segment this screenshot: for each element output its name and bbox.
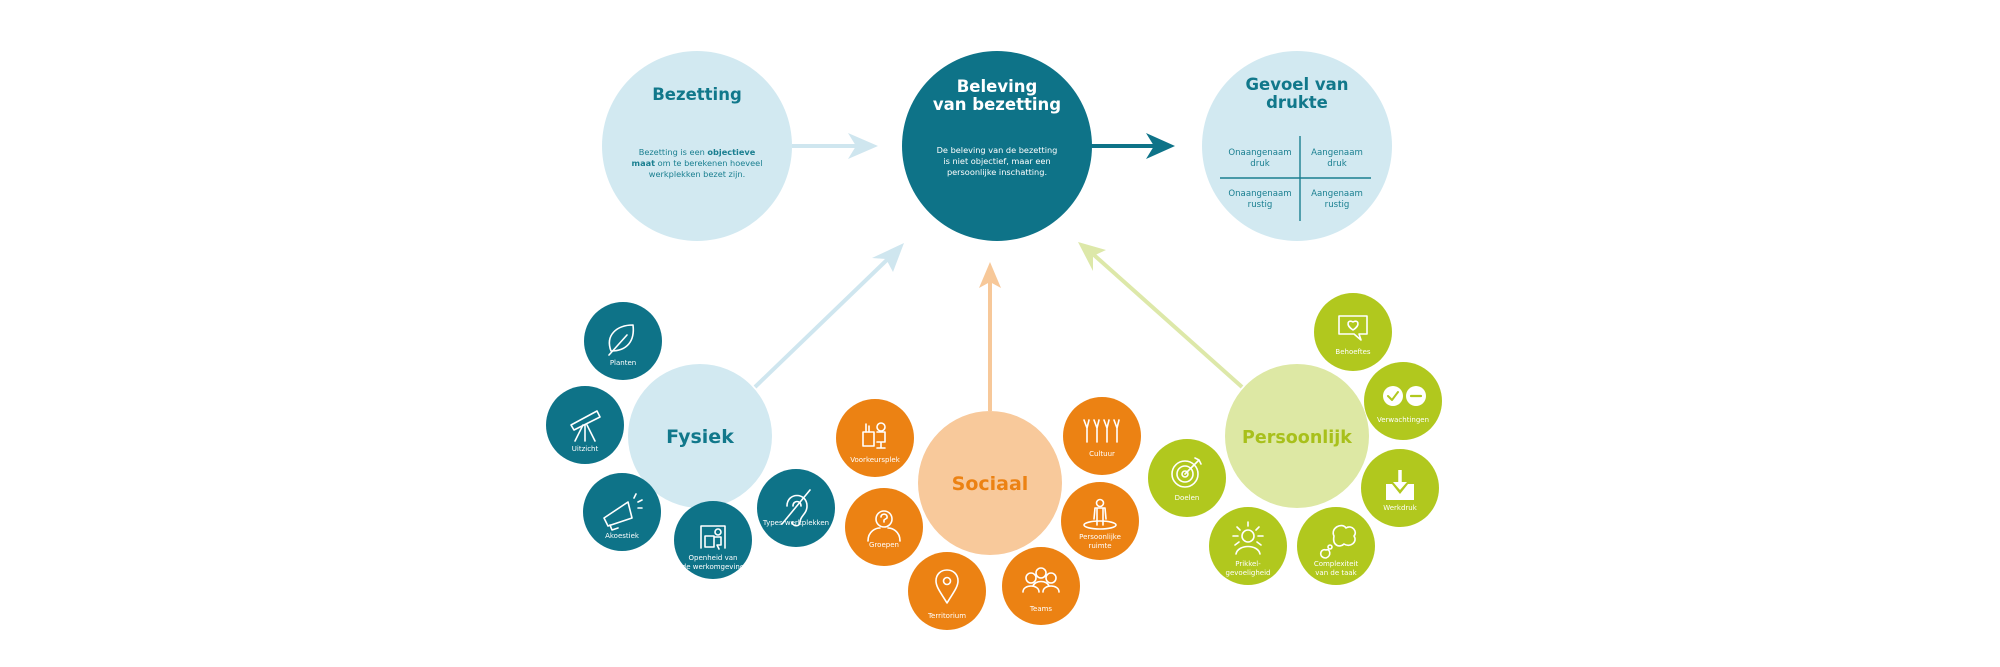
quadrant-pleasant-busy: Aangenaam druk xyxy=(1311,148,1363,169)
factor-groepen: Groepen xyxy=(845,488,923,566)
gevoel-node: Gevoel van drukte Onaangenaam druk Aange… xyxy=(1202,51,1392,241)
factor-voorkeursplek: Voorkeursplek xyxy=(836,399,914,477)
thought-cloud-icon xyxy=(1319,524,1357,559)
text-span: maat xyxy=(632,158,656,168)
factor-werkdruk: Werkdruk xyxy=(1361,449,1439,527)
telescope-icon xyxy=(570,410,601,442)
bezetting-title: Bezetting xyxy=(652,85,742,104)
factor-openheid-werkomgeving: Openheid van de werkomgeving xyxy=(674,501,752,579)
team-icon xyxy=(1022,567,1060,593)
person-question-icon xyxy=(867,510,901,542)
factor-label: gevoeligheid xyxy=(1226,569,1271,577)
factor-label: Doelen xyxy=(1175,494,1200,502)
factor-persoonlijke-ruimte: Persoonlijke ruimte xyxy=(1061,482,1139,560)
factor-label: Complexiteit xyxy=(1314,560,1359,568)
factor-label: Teams xyxy=(1029,605,1053,613)
factor-label: Behoeftes xyxy=(1335,348,1371,356)
arrow-sociaal-to-beleving xyxy=(979,262,1001,411)
quadrant-label: Onaangenaam xyxy=(1228,189,1291,199)
gevoel-title-line1: Gevoel van xyxy=(1245,75,1348,94)
megaphone-icon xyxy=(603,493,643,531)
factor-label: Types werkplekken xyxy=(762,519,829,527)
factor-label: Verwachtingen xyxy=(1377,416,1429,424)
factor-territorium: Territorium xyxy=(908,552,986,630)
persoonlijk-title: Persoonlijk xyxy=(1242,428,1352,448)
quadrant-label: druk xyxy=(1327,159,1346,169)
factor-label: Openheid van xyxy=(689,554,738,562)
beleving-title-line1: Beleving xyxy=(957,77,1038,96)
text-span: objectieve xyxy=(707,147,755,157)
factor-types-werkplekken: Types werkplekken xyxy=(757,469,835,547)
factor-planten: Planten xyxy=(584,302,662,380)
factor-label: ruimte xyxy=(1088,542,1111,550)
quadrant-label: Aangenaam xyxy=(1311,148,1363,158)
bezetting-desc-line1: Bezetting is een objectieve xyxy=(639,147,756,157)
beleving-title-line2: van bezetting xyxy=(933,95,1061,114)
raised-hands-icon xyxy=(1083,419,1120,443)
text-span: om te berekenen hoeveel xyxy=(655,158,762,168)
factor-label: Werkdruk xyxy=(1383,504,1418,512)
person-circle-icon xyxy=(1083,498,1117,530)
arrow-bezetting-to-beleving xyxy=(792,133,878,159)
beleving-desc-line1: De beleving van de bezetting xyxy=(937,145,1058,155)
check-minus-icon xyxy=(1383,386,1426,406)
quadrant-label: druk xyxy=(1250,159,1269,169)
factor-behoeftes: Behoeftes xyxy=(1314,293,1392,371)
factor-verwachtingen: Verwachtingen xyxy=(1364,362,1442,440)
quadrant-unpleasant-busy: Onaangenaam druk xyxy=(1228,148,1291,169)
sociaal-hub: Sociaal xyxy=(918,411,1062,555)
factor-label: Groepen xyxy=(869,541,899,549)
sociaal-title: Sociaal xyxy=(952,473,1029,495)
factor-label: Uitzicht xyxy=(572,445,599,453)
arrow-beleving-to-gevoel xyxy=(1090,133,1175,159)
quadrant-pleasant-quiet: Aangenaam rustig xyxy=(1311,189,1363,210)
factor-uitzicht: Uitzicht xyxy=(546,386,624,464)
factor-label: Planten xyxy=(610,359,636,367)
beleving-desc-line3: persoonlijke inschatting. xyxy=(947,167,1047,177)
quadrant-label: Aangenaam xyxy=(1311,189,1363,199)
fysiek-title: Fysiek xyxy=(666,426,734,448)
workspace-person-icon xyxy=(700,525,726,550)
bezetting-node: Bezetting Bezetting is een objectieve ma… xyxy=(602,51,792,241)
bezetting-desc-line2: maat om te berekenen hoeveel xyxy=(632,158,763,168)
quadrant-unpleasant-quiet: Onaangenaam rustig xyxy=(1228,189,1291,210)
factor-label: Cultuur xyxy=(1089,450,1115,458)
factor-label: Akoestiek xyxy=(605,532,640,540)
beleving-node: Beleving van bezetting De beleving van d… xyxy=(902,51,1092,241)
location-pin-icon xyxy=(935,569,959,604)
factor-prikkelgevoeligheid: Prikkel- gevoeligheid xyxy=(1209,507,1287,585)
arrow-fysiek-to-beleving xyxy=(753,243,904,389)
factor-label: Territorium xyxy=(927,612,966,620)
gevoel-title-line2: drukte xyxy=(1266,93,1328,112)
target-icon xyxy=(1171,457,1202,488)
person-sensitive-icon xyxy=(1232,521,1264,555)
factor-label: Voorkeursplek xyxy=(850,456,900,464)
text-span: Bezetting is een xyxy=(639,147,708,157)
factor-label: Prikkel- xyxy=(1235,560,1261,568)
quadrant-label: rustig xyxy=(1325,200,1350,210)
bezetting-desc-line3: werkplekken bezet zijn. xyxy=(649,169,745,179)
factor-akoestiek: Akoestiek xyxy=(583,473,661,551)
quadrant-label: rustig xyxy=(1248,200,1273,210)
factor-label: van de taak xyxy=(1315,569,1357,577)
beleving-desc-line2: is niet objectief, maar een xyxy=(943,156,1050,166)
persoonlijk-hub: Persoonlijk xyxy=(1225,364,1369,508)
leaf-icon xyxy=(608,324,635,356)
factor-doelen: Doelen xyxy=(1148,439,1226,517)
factor-teams: Teams xyxy=(1002,547,1080,625)
factor-label: de werkomgeving xyxy=(682,563,745,571)
factor-label: Persoonlijke xyxy=(1079,533,1121,541)
heart-speech-icon xyxy=(1338,315,1368,341)
desk-person-icon xyxy=(862,422,886,449)
fysiek-hub: Fysiek xyxy=(628,364,772,508)
factor-cultuur: Cultuur xyxy=(1063,397,1141,475)
quadrant-label: Onaangenaam xyxy=(1228,148,1291,158)
ear-crossed-icon xyxy=(781,489,811,527)
arrow-persoonlijk-to-beleving xyxy=(1078,242,1244,389)
factor-complexiteit-taak: Complexiteit van de taak xyxy=(1297,507,1375,585)
inbox-download-icon xyxy=(1386,470,1414,500)
